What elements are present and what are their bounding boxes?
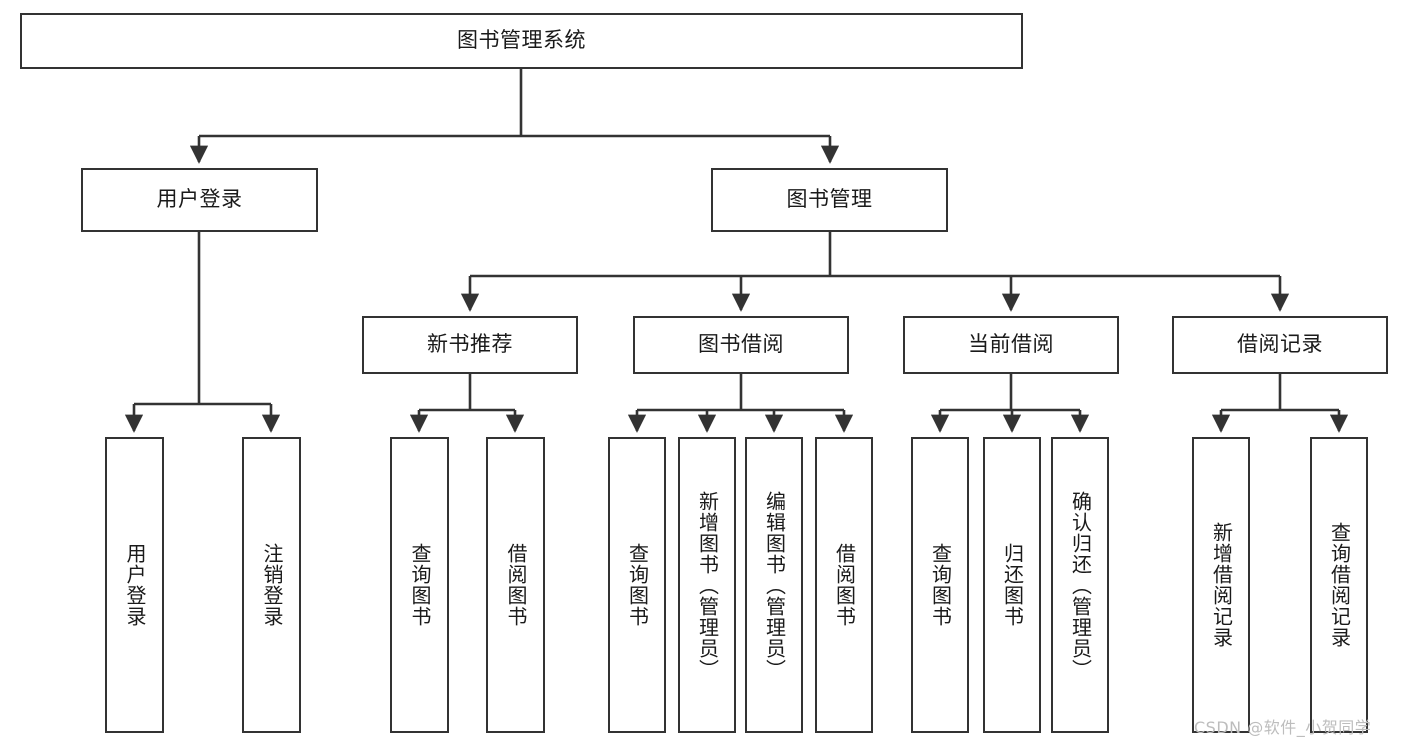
node-user-login[interactable]: 用户登录 — [81, 168, 318, 232]
leaf-query-book-recommend-label: 查询图书 — [408, 543, 432, 627]
leaf-borrow-book[interactable]: 借阅图书 — [815, 437, 873, 733]
node-root-label: 图书管理系统 — [457, 28, 586, 53]
node-root[interactable]: 图书管理系统 — [20, 13, 1023, 69]
leaf-logout-label: 注销登录 — [260, 543, 284, 627]
csdn-watermark: CSDN @软件_小贺同学 — [1194, 718, 1372, 737]
leaf-borrow-book-recommend-label: 借阅图书 — [504, 543, 528, 627]
node-current-borrow[interactable]: 当前借阅 — [903, 316, 1119, 374]
node-book-manage[interactable]: 图书管理 — [711, 168, 948, 232]
leaf-add-book-admin-label: 新增图书（管理员） — [695, 490, 720, 680]
leaf-query-book-borrow[interactable]: 查询图书 — [608, 437, 666, 733]
leaf-return-book-label: 归还图书 — [1000, 543, 1025, 627]
leaf-user-login-label: 用户登录 — [123, 543, 147, 627]
leaf-add-book-admin[interactable]: 新增图书（管理员） — [678, 437, 736, 733]
node-book-manage-label: 图书管理 — [786, 187, 873, 212]
leaf-edit-book-admin-label: 编辑图书（管理员） — [762, 490, 787, 680]
node-book-borrow-label: 图书借阅 — [698, 332, 784, 357]
leaf-confirm-return-admin[interactable]: 确认归还（管理员） — [1051, 437, 1109, 733]
leaf-add-borrow-record-label: 新增借阅记录 — [1209, 522, 1234, 648]
leaf-query-book-current-label: 查询图书 — [928, 543, 953, 627]
node-new-book-recommend-label: 新书推荐 — [427, 332, 513, 357]
node-borrow-record-label: 借阅记录 — [1237, 332, 1323, 357]
node-current-borrow-label: 当前借阅 — [968, 332, 1054, 357]
leaf-query-borrow-record-label: 查询借阅记录 — [1327, 522, 1352, 648]
leaf-logout[interactable]: 注销登录 — [242, 437, 301, 733]
leaf-query-book-recommend[interactable]: 查询图书 — [390, 437, 449, 733]
node-book-borrow[interactable]: 图书借阅 — [633, 316, 849, 374]
node-borrow-record[interactable]: 借阅记录 — [1172, 316, 1388, 374]
leaf-query-borrow-record[interactable]: 查询借阅记录 — [1310, 437, 1368, 733]
leaf-query-book-current[interactable]: 查询图书 — [911, 437, 969, 733]
leaf-query-book-borrow-label: 查询图书 — [625, 543, 650, 627]
node-new-book-recommend[interactable]: 新书推荐 — [362, 316, 578, 374]
leaf-add-borrow-record[interactable]: 新增借阅记录 — [1192, 437, 1250, 733]
leaf-confirm-return-admin-label: 确认归还（管理员） — [1068, 490, 1093, 680]
leaf-edit-book-admin[interactable]: 编辑图书（管理员） — [745, 437, 803, 733]
leaf-borrow-book-recommend[interactable]: 借阅图书 — [486, 437, 545, 733]
leaf-borrow-book-label: 借阅图书 — [832, 543, 857, 627]
leaf-user-login[interactable]: 用户登录 — [105, 437, 164, 733]
node-user-login-label: 用户登录 — [156, 187, 243, 212]
leaf-return-book[interactable]: 归还图书 — [983, 437, 1041, 733]
